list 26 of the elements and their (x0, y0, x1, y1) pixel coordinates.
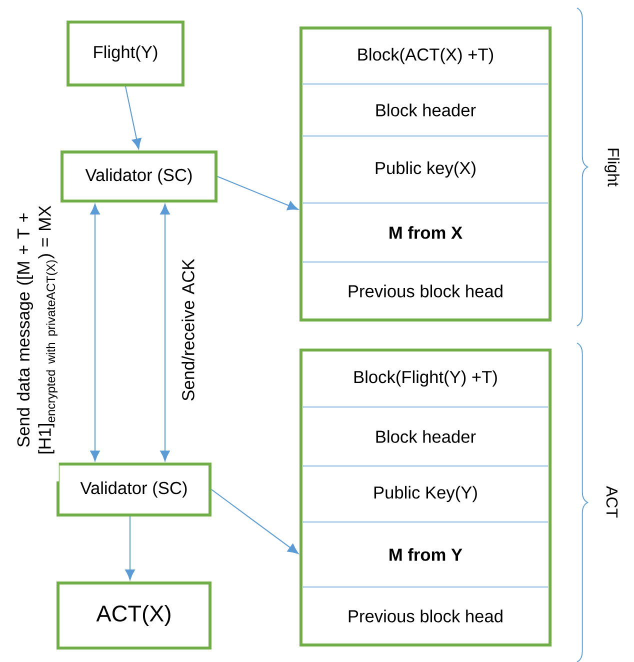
process-box: Validator (SC) (60, 150, 218, 202)
arrow (125, 516, 135, 580)
arrow (211, 489, 299, 554)
arrow (124, 86, 142, 150)
arrow (90, 204, 100, 462)
side-label: ACT (606, 486, 618, 518)
block-row: Block header (376, 104, 476, 116)
block-row: Previous block head (348, 610, 502, 622)
block-stack-box (300, 26, 552, 322)
block-row: M from X (390, 226, 462, 239)
side-label: Flight (604, 148, 620, 186)
process-box: Validator (SC) (56, 462, 212, 516)
block-row: Previous block head (348, 284, 502, 298)
process-box: ACT(X) (56, 582, 212, 650)
block-row: Block(ACT(X) +T) (358, 48, 494, 64)
block-row: Block(Flight(Y) +T) (354, 370, 497, 387)
block-row: Public Key(Y) (374, 486, 477, 502)
block-row: Block header (376, 430, 476, 443)
block-row: M from Y (390, 548, 462, 561)
block-row: Public key(X) (376, 161, 476, 178)
edge-label: $\begin{array}{c}\text{Send data message ([M + T +}\\ \text{[H1]}_{\text{encrypted with privateACT(X)}}\text{) = MX}\end{array}$ (16, 206, 58, 454)
edge-label: Send/receive ACK (182, 258, 194, 400)
block-stack-box (300, 348, 552, 646)
process-box: Flight(Y) (66, 20, 184, 86)
arrow (217, 176, 298, 210)
arrow (160, 204, 170, 462)
